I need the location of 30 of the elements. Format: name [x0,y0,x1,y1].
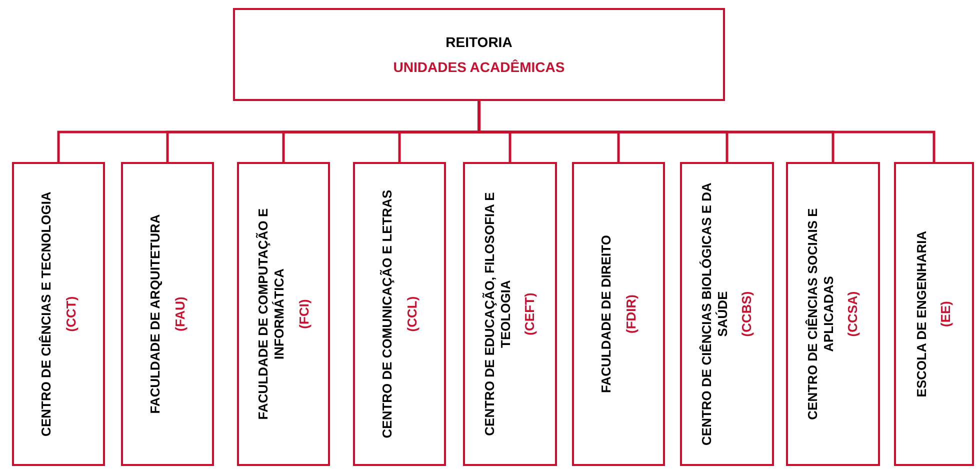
unit-name: FACULDADE DE DIREITO [598,235,614,393]
org-box [233,8,725,101]
unit-box [786,162,880,466]
unit-abbreviation: (EE) [938,301,954,327]
unit-box [572,162,665,466]
unit-abbreviation: (CCSA) [845,291,862,337]
unit-name: ESCOLA DE ENGENHARIA [914,230,930,398]
unit-abbreviation: (CCT) [62,296,79,332]
unit-box [463,162,557,466]
org-subtitle: UNIDADES ACADÊMICAS [393,58,565,76]
unit-name: CENTRO DE EDUCAÇÃO, FILOSOFIA E TEOLOGIA [482,191,514,438]
unit-name: FACULDADE DE COMPUTAÇÃO E INFORMÁTICA [255,207,288,422]
unit-abbreviation: (FCI) [296,299,312,329]
unit-name: CENTRO DE COMUNICAÇÃO E LETRAS [379,190,396,438]
unit-box [894,162,974,466]
unit-box [12,162,105,466]
unit-box [121,162,214,466]
unit-name: CENTRO DE CIÊNCIAS E TECNOLOGIA [38,192,54,436]
unit-abbreviation: (CCL) [404,296,420,332]
unit-name: CENTRO DE CIÊNCIAS SOCIAIS E APLICADAS [804,207,837,422]
unit-abbreviation: (FAU) [172,296,188,332]
unit-box [237,162,330,466]
unit-abbreviation: (CCBS) [739,291,756,337]
unit-name: CENTRO DE CIÊNCIAS BIOLÓGICAS E DA SAÚDE [698,182,731,448]
unit-abbreviation: (FDIR) [622,294,639,334]
unit-box [680,162,774,466]
unit-box [353,162,446,466]
unit-name: FACULDADE DE ARQUITETURA [147,214,164,414]
unit-abbreviation: (CEFT) [522,292,538,336]
org-title: REITORIA [446,32,512,52]
